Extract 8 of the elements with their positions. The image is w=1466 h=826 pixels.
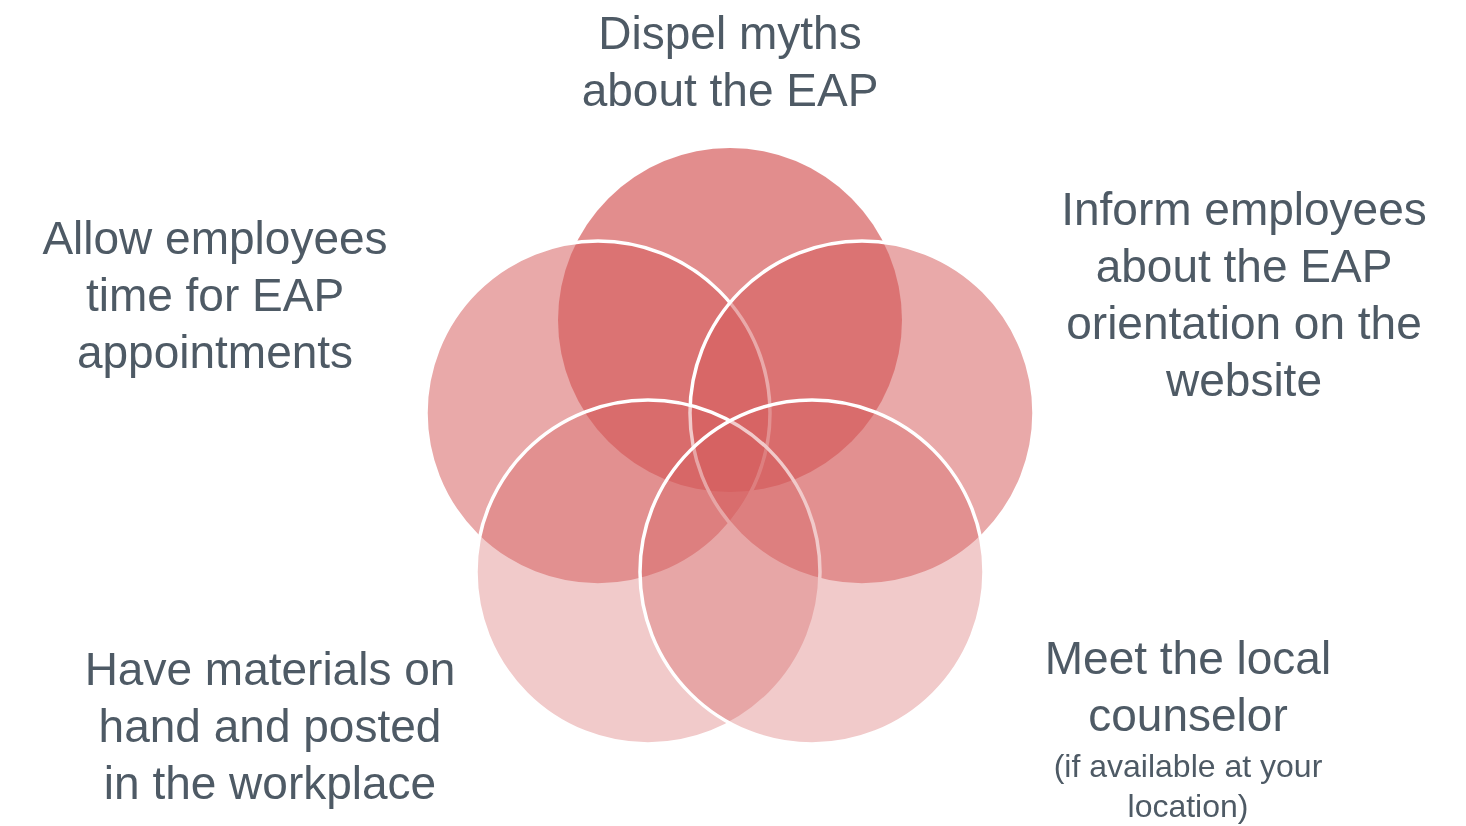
circle-label: Have materials on hand and posted in the workplace <box>83 642 457 811</box>
note-text: (if available at your location) <box>1052 747 1324 826</box>
circle-label: Meet the local counselor <box>1043 631 1333 743</box>
circle-label: Inform employees about the EAP orientation on the website <box>1060 182 1428 408</box>
circle <box>638 398 986 746</box>
circle-label: Dispel myths about the EAP <box>580 6 880 118</box>
circle-label: Allow employees time for EAP appointments <box>41 211 389 380</box>
circle <box>556 146 904 494</box>
